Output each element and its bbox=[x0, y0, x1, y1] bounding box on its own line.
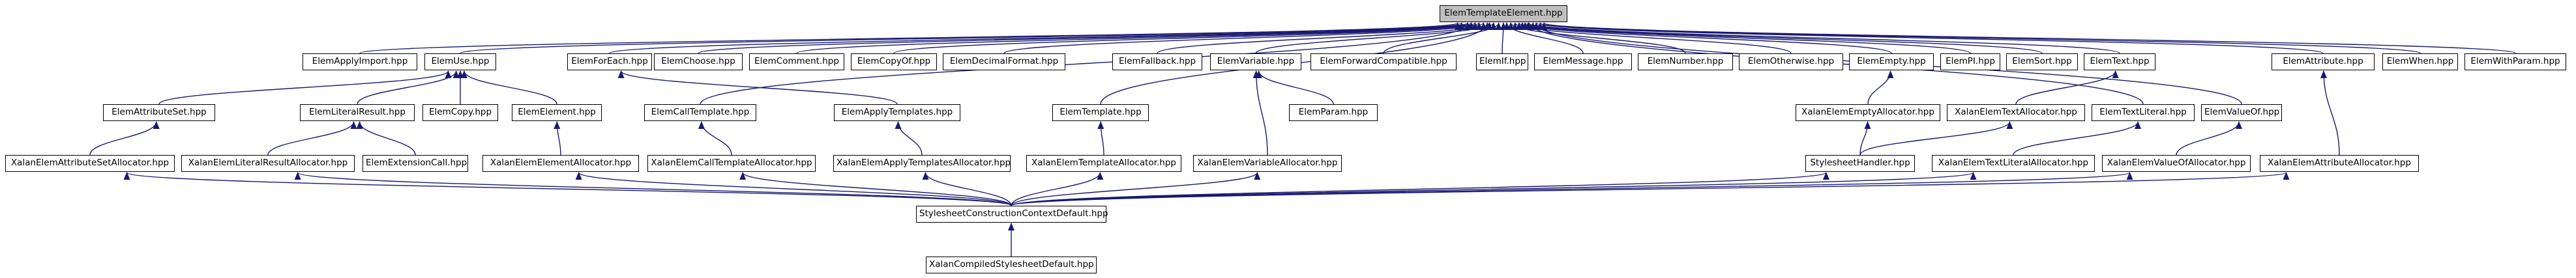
edge-attributeset-to-use bbox=[158, 70, 452, 105]
edge-if-to-root bbox=[1500, 22, 1507, 54]
edge-element-to-use bbox=[460, 70, 557, 105]
node-elem-use[interactable]: ElemUse.hpp bbox=[424, 53, 496, 70]
edge-calltemplatealloc-to-calltemplate bbox=[698, 121, 732, 156]
node-elem-decimal-format[interactable]: ElemDecimalFormat.hpp bbox=[943, 53, 1065, 70]
node-xalan-elem-text-literal-allocator[interactable]: XalanElemTextLiteralAllocator.hpp bbox=[1932, 155, 2095, 172]
edge-variable-to-root bbox=[1255, 22, 1497, 54]
node-elem-comment[interactable]: ElemComment.hpp bbox=[749, 53, 844, 70]
edge-sccd-to-elementalloc bbox=[575, 172, 1012, 206]
edge-use-to-root bbox=[460, 22, 1465, 54]
edge-decimalformat-to-root bbox=[1003, 22, 1487, 54]
edge-applyimport-to-root bbox=[359, 22, 1460, 54]
edge-stylesheethandler-to-textalloc bbox=[1859, 121, 2013, 156]
edge-variablealloc-to-variable bbox=[1252, 70, 1268, 156]
edge-literalresult-to-use bbox=[357, 70, 460, 105]
edge-sccd-to-stylesheethandler bbox=[1011, 172, 1829, 206]
node-xalan-elem-literal-result-allocator[interactable]: XalanElemLiteralResultAllocator.hpp bbox=[181, 155, 355, 172]
node-xalan-elem-element-allocator[interactable]: XalanElemElementAllocator.hpp bbox=[482, 155, 639, 172]
node-xalan-elem-text-allocator[interactable]: XalanElemTextAllocator.hpp bbox=[1947, 104, 2085, 121]
node-elem-text-literal[interactable]: ElemTextLiteral.hpp bbox=[2092, 104, 2195, 121]
edge-sccd-to-variablealloc bbox=[1011, 172, 1261, 206]
node-xalan-elem-variable-allocator[interactable]: XalanElemVariableAllocator.hpp bbox=[1193, 155, 1342, 172]
node-elem-value-of[interactable]: ElemValueOf.hpp bbox=[2201, 104, 2282, 121]
node-xalan-elem-template-allocator[interactable]: XalanElemTemplateAllocator.hpp bbox=[1026, 155, 1181, 172]
node-elem-choose[interactable]: ElemChoose.hpp bbox=[654, 53, 743, 70]
node-elem-for-each[interactable]: ElemForEach.hpp bbox=[567, 53, 652, 70]
edge-valueofalloc-to-valueof bbox=[2176, 121, 2242, 156]
node-elem-literal-result[interactable]: ElemLiteralResult.hpp bbox=[300, 104, 415, 121]
node-elem-sort[interactable]: ElemSort.hpp bbox=[2006, 53, 2078, 70]
node-elem-empty[interactable]: ElemEmpty.hpp bbox=[1849, 53, 1934, 70]
node-elem-apply-import[interactable]: ElemApplyImport.hpp bbox=[303, 53, 417, 70]
edge-applytemplates-to-foreach bbox=[617, 70, 898, 105]
node-elem-number[interactable]: ElemNumber.hpp bbox=[1638, 53, 1733, 70]
node-xalan-elem-value-of-allocator[interactable]: XalanElemValueOfAllocator.hpp bbox=[2102, 155, 2251, 172]
node-elem-message[interactable]: ElemMessage.hpp bbox=[1534, 53, 1632, 70]
edge-param-to-variable bbox=[1255, 70, 1334, 105]
node-elem-text[interactable]: ElemText.hpp bbox=[2084, 53, 2155, 70]
edge-sccd-to-calltemplatealloc bbox=[739, 172, 1012, 206]
node-elem-copy-of[interactable]: ElemCopyOf.hpp bbox=[851, 53, 937, 70]
edge-elementalloc-to-element bbox=[554, 121, 561, 156]
node-xalan-elem-apply-templates-allocator[interactable]: XalanElemApplyTemplatesAllocator.hpp bbox=[833, 155, 1011, 172]
node-elem-pi[interactable]: ElemPI.hpp bbox=[1940, 53, 2000, 70]
edge-attributesetalloc-to-attributeset bbox=[89, 121, 160, 156]
node-xalan-elem-attribute-set-allocator[interactable]: XalanElemAttributeSetAllocator.hpp bbox=[5, 155, 175, 172]
edge-emptyalloc-to-empty bbox=[1867, 70, 1894, 105]
node-elem-template-element[interactable]: ElemTemplateElement.hpp bbox=[1440, 5, 1567, 22]
node-elem-extension-call[interactable]: ElemExtensionCall.hpp bbox=[363, 155, 468, 172]
node-elem-element[interactable]: ElemElement.hpp bbox=[512, 104, 602, 121]
node-elem-if[interactable]: ElemIf.hpp bbox=[1476, 53, 1528, 70]
edge-sccd-to-attributesetalloc bbox=[124, 172, 1012, 206]
edge-applytemplatesalloc-to-applytemplates bbox=[895, 121, 923, 156]
edge-attribute-to-root bbox=[1533, 22, 2324, 54]
node-stylesheet-handler[interactable]: StylesheetHandler.hpp bbox=[1805, 155, 1915, 172]
node-elem-template[interactable]: ElemTemplate.hpp bbox=[1052, 104, 1149, 121]
node-elem-attribute-set[interactable]: ElemAttributeSet.hpp bbox=[103, 104, 215, 121]
node-stylesheet-construction-context-default[interactable]: StylesheetConstructionContextDefault.hpp bbox=[916, 206, 1108, 223]
edge-calltemplate-to-root bbox=[700, 22, 1475, 105]
node-elem-with-param[interactable]: ElemWithParam.hpp bbox=[2465, 53, 2566, 70]
edge-sccd-to-templatealloc bbox=[1011, 172, 1104, 206]
node-xalan-compiled-stylesheet-default[interactable]: XalanCompiledStylesheetDefault.hpp bbox=[926, 257, 1097, 273]
edge-extensioncall-to-literalresult bbox=[356, 121, 416, 156]
edge-choose-to-root bbox=[698, 22, 1474, 54]
edge-copyof-to-root bbox=[893, 22, 1483, 54]
edge-sccd-to-applytemplatesalloc bbox=[922, 172, 1012, 206]
node-xalan-elem-call-template-allocator[interactable]: XalanElemCallTemplateAllocator.hpp bbox=[647, 155, 816, 172]
edge-forwardcompat-to-root bbox=[1383, 22, 1502, 54]
node-elem-variable[interactable]: ElemVariable.hpp bbox=[1210, 53, 1301, 70]
edge-sccd-to-textliteralalloc bbox=[1011, 172, 1976, 206]
node-elem-copy[interactable]: ElemCopy.hpp bbox=[422, 104, 498, 121]
edge-withparam-to-root bbox=[1541, 22, 2516, 54]
node-elem-attribute[interactable]: ElemAttribute.hpp bbox=[2272, 53, 2375, 70]
edge-sort-to-root bbox=[1522, 22, 2043, 54]
edge-attributealloc-to-attribute bbox=[2320, 70, 2340, 156]
node-elem-otherwise[interactable]: ElemOtherwise.hpp bbox=[1739, 53, 1843, 70]
node-elem-call-template[interactable]: ElemCallTemplate.hpp bbox=[644, 104, 756, 121]
edge-sccd-to-valueofalloc bbox=[1011, 172, 2133, 206]
node-xalan-elem-attribute-allocator[interactable]: XalanElemAttributeAllocator.hpp bbox=[2260, 155, 2419, 172]
node-elem-param[interactable]: ElemParam.hpp bbox=[1289, 104, 1378, 121]
node-elem-when[interactable]: ElemWhen.hpp bbox=[2382, 53, 2458, 70]
edge-literalresultalloc-to-literalresult bbox=[267, 121, 357, 156]
edge-stylesheethandler-to-emptyalloc bbox=[1859, 121, 1871, 156]
edge-sccd-to-attributealloc bbox=[1011, 172, 2289, 206]
edge-text-to-root bbox=[1525, 22, 2120, 54]
edge-textalloc-to-text bbox=[2015, 70, 2119, 105]
node-elem-fallback[interactable]: ElemFallback.hpp bbox=[1112, 53, 1202, 70]
edge-foreach-to-root bbox=[609, 22, 1471, 54]
edge-when-to-root bbox=[1537, 22, 2421, 54]
node-xalan-elem-empty-allocator[interactable]: XalanElemEmptyAllocator.hpp bbox=[1796, 104, 1940, 121]
edge-comment-to-root bbox=[796, 22, 1479, 54]
node-elem-apply-templates[interactable]: ElemApplyTemplates.hpp bbox=[834, 104, 960, 121]
edge-templatealloc-to-template bbox=[1097, 121, 1104, 156]
edge-sccd-to-literalresultalloc bbox=[295, 172, 1012, 206]
node-elem-forward-compatible[interactable]: ElemForwardCompatible.hpp bbox=[1310, 53, 1457, 70]
edge-textliteralalloc-to-textliteral bbox=[2013, 121, 2141, 156]
